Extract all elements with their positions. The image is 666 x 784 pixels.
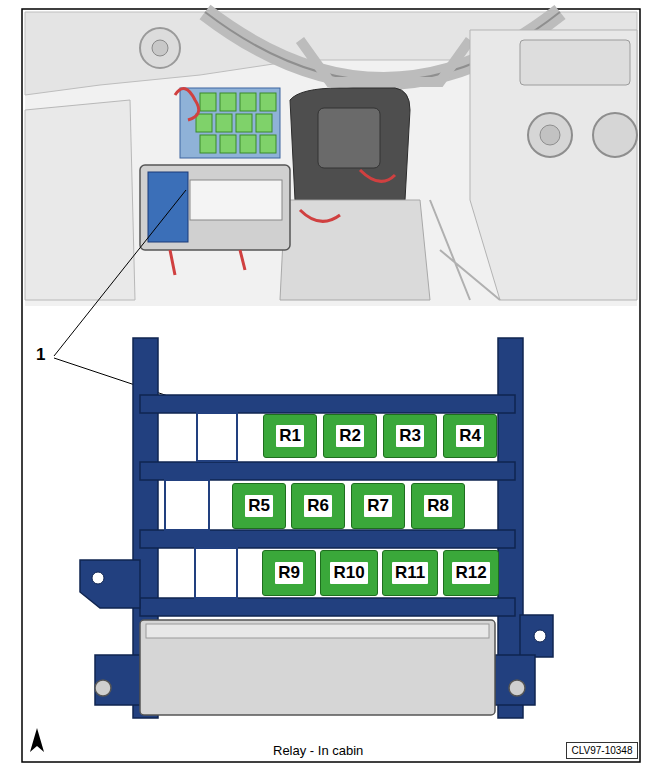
wire bbox=[300, 170, 395, 221]
column-cover bbox=[318, 108, 380, 168]
fuse-cover bbox=[190, 180, 282, 220]
relay-box: R8 bbox=[411, 483, 465, 529]
mount-hole bbox=[92, 572, 104, 584]
steering-column bbox=[290, 88, 410, 200]
relay-label: R12 bbox=[452, 562, 489, 584]
lower-panel bbox=[280, 200, 430, 300]
relay-box: R9 bbox=[262, 550, 316, 596]
code-box: CLV97-10348 bbox=[566, 742, 638, 759]
steering-spoke bbox=[300, 40, 470, 82]
empty-slot bbox=[195, 548, 237, 598]
relay-label: R7 bbox=[364, 495, 392, 517]
relay-label: R11 bbox=[392, 562, 428, 584]
bracket-view bbox=[148, 172, 188, 242]
caption: Relay - In cabin bbox=[273, 743, 363, 758]
relay-label: R6 bbox=[304, 495, 332, 517]
relay-box: R5 bbox=[232, 483, 286, 529]
relay-label: R8 bbox=[424, 495, 452, 517]
floor-line bbox=[430, 200, 500, 300]
empty-slot bbox=[165, 480, 209, 530]
relay-label: R9 bbox=[275, 562, 303, 584]
light-switch bbox=[140, 28, 180, 68]
bolt bbox=[95, 680, 111, 696]
empty-slot bbox=[197, 413, 237, 461]
bolt bbox=[509, 680, 525, 696]
relay-view bbox=[196, 93, 276, 153]
mount-hole bbox=[534, 630, 546, 642]
relay-box: R1 bbox=[263, 414, 317, 458]
relay-box: R10 bbox=[320, 550, 378, 596]
vent bbox=[593, 113, 637, 157]
relay-box: R11 bbox=[382, 550, 438, 596]
wire bbox=[170, 250, 245, 275]
relay-label: R3 bbox=[396, 425, 424, 447]
relay-box: R4 bbox=[443, 414, 497, 458]
orientation-arrow bbox=[30, 728, 44, 752]
relay-label: R1 bbox=[276, 425, 304, 447]
relay-box: R12 bbox=[443, 550, 499, 596]
vent bbox=[528, 113, 572, 157]
relay-label: R10 bbox=[330, 562, 367, 584]
fuse-opening bbox=[140, 165, 290, 250]
relay-box: R6 bbox=[291, 483, 345, 529]
light-switch-knob bbox=[152, 40, 168, 56]
center-console bbox=[470, 30, 637, 300]
control-module bbox=[140, 620, 495, 715]
relay-label: R5 bbox=[245, 495, 273, 517]
relay-box: R3 bbox=[383, 414, 437, 458]
callout-number: 1 bbox=[36, 345, 45, 365]
frame bbox=[22, 9, 640, 762]
wire bbox=[175, 89, 199, 120]
relay-box: R2 bbox=[323, 414, 377, 458]
radio-panel bbox=[520, 40, 630, 85]
leader-line bbox=[54, 358, 180, 400]
relay-bracket bbox=[80, 338, 553, 718]
leader-line bbox=[54, 190, 186, 356]
relay-label: R4 bbox=[456, 425, 484, 447]
relay-label: R2 bbox=[336, 425, 364, 447]
cabin-background bbox=[25, 12, 637, 306]
relay-box: R7 bbox=[351, 483, 405, 529]
drawing-code: CLV97-10348 bbox=[572, 745, 633, 757]
vent-center bbox=[540, 125, 560, 145]
side-panel bbox=[25, 100, 135, 300]
module-top bbox=[146, 624, 489, 638]
